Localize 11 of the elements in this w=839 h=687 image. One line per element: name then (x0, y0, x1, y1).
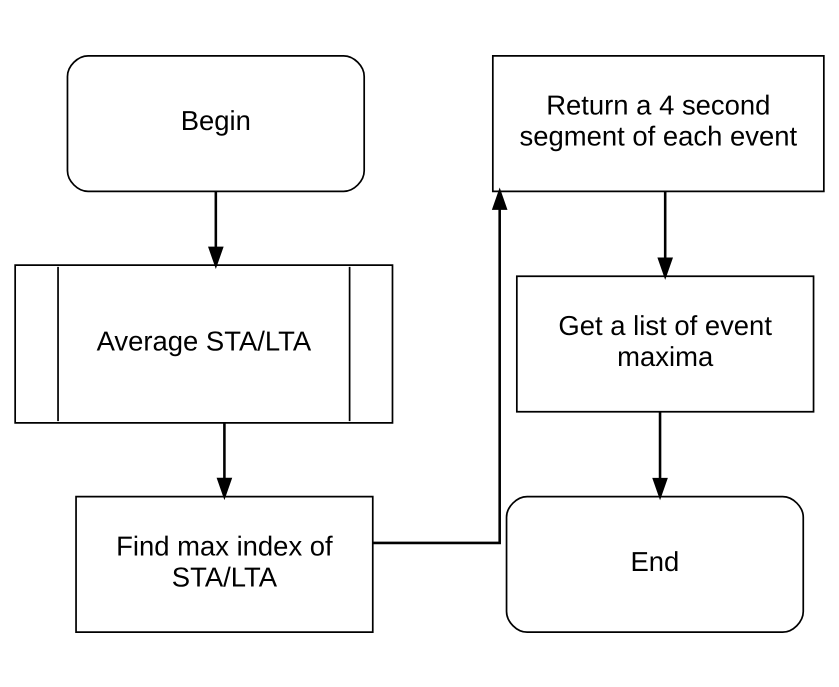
arrow (373, 187, 508, 544)
arrow (652, 411, 668, 500)
node-box: Begin (66, 54, 366, 192)
node-box: Return a 4 second segment of each event (492, 54, 825, 192)
node-box: End (506, 495, 804, 632)
node-box: Average STA/LTA (14, 264, 394, 424)
node-box: Find max index of STA/LTA (75, 495, 374, 632)
arrow (657, 191, 673, 280)
arrow (216, 422, 232, 500)
arrow (208, 191, 224, 268)
node-box: Get a list of event maxima (516, 274, 814, 412)
